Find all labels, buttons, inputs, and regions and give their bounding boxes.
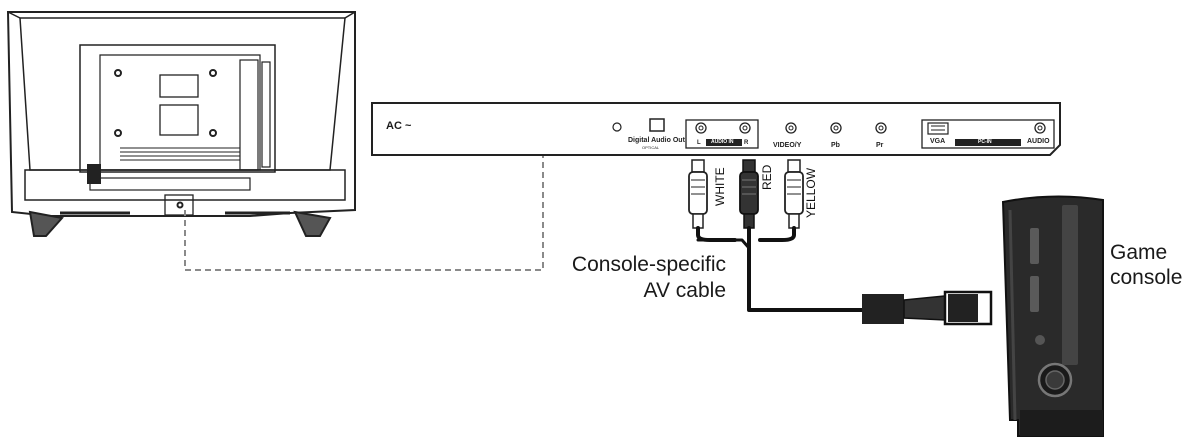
- video-y-label: VIDEO/Y: [773, 142, 802, 149]
- pr-jack: [875, 122, 887, 134]
- audio-in-right-jack: [739, 122, 751, 134]
- audio-in-label: AUDIO IN: [711, 139, 734, 145]
- digital-audio-out-label: Digital Audio Out: [628, 137, 685, 144]
- console-cable-connector: [862, 290, 993, 326]
- audio-in-left-jack: [695, 122, 707, 134]
- console-label-line2: console: [1110, 266, 1183, 289]
- pc-audio-label: AUDIO: [1027, 138, 1050, 145]
- pr-label: Pr: [876, 142, 884, 149]
- rca-plug-yellow: [784, 159, 804, 229]
- cable-label-line2: AV cable: [643, 279, 727, 302]
- pc-in-label: PC-IN: [978, 139, 992, 145]
- pc-audio-jack: [1034, 122, 1046, 134]
- rca-plug-red: [739, 159, 759, 229]
- red-plug-label: RED: [760, 164, 774, 190]
- headphone-jack: [612, 122, 622, 132]
- audio-in-right-label: R: [744, 140, 749, 146]
- av-cable: [696, 226, 864, 312]
- cable-label-line1: Console-specific: [571, 253, 726, 276]
- pb-jack: [830, 122, 842, 134]
- console-label-line1: Game: [1110, 241, 1168, 264]
- game-console-illustration: [1001, 195, 1104, 437]
- rca-plug-white: [688, 159, 708, 229]
- connector-panel: [371, 102, 1061, 156]
- vga-port: [927, 122, 949, 135]
- vga-label: VGA: [930, 138, 946, 145]
- optical-port: [649, 118, 665, 132]
- power-route-dashed: [184, 155, 544, 271]
- ac-label: AC ~: [386, 120, 412, 132]
- audio-in-left-label: L: [697, 140, 701, 146]
- pb-label: Pb: [831, 142, 840, 149]
- optical-label: OPTICAL: [642, 145, 660, 150]
- white-plug-label: WHITE: [713, 167, 727, 206]
- tv-rear-illustration: [6, 11, 356, 237]
- yellow-plug-label: YELLOW: [804, 167, 818, 218]
- video-y-jack: [785, 122, 797, 134]
